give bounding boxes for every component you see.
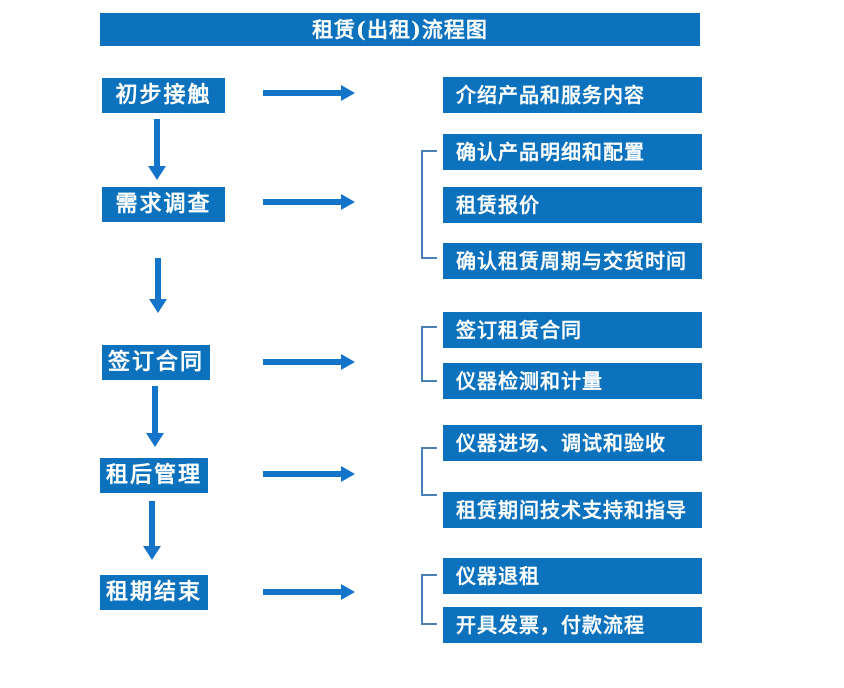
- detail-box-confirm-period-delivery: 确认租赁周期与交货时间: [443, 243, 702, 279]
- arrow-down-icon: [149, 258, 167, 313]
- detail-box-sign-rental-contract: 签订租赁合同: [443, 312, 702, 348]
- arrow-head: [341, 466, 355, 482]
- page-title: 租赁(出租)流程图: [312, 17, 488, 42]
- detail-box-instrument-return: 仪器退租: [443, 558, 702, 594]
- arrow-head: [146, 433, 164, 447]
- bracket-connector: [421, 447, 437, 496]
- detail-box-invoice-payment: 开具发票，付款流程: [443, 607, 702, 643]
- arrow-head: [341, 194, 355, 210]
- arrow-head: [341, 354, 355, 370]
- arrow-right-icon: [263, 466, 355, 482]
- stage-box-initial-contact: 初步接触: [102, 78, 225, 113]
- stage-box-sign-contract: 签订合同: [102, 345, 210, 380]
- arrow-down-icon: [146, 386, 164, 447]
- arrow-right-icon: [263, 194, 355, 210]
- arrow-shaft: [263, 589, 341, 595]
- arrow-head: [341, 584, 355, 600]
- arrow-head: [143, 546, 161, 560]
- title-bar: 租赁(出租)流程图: [100, 13, 700, 46]
- bracket-connector: [421, 326, 437, 382]
- arrow-shaft: [149, 501, 155, 546]
- arrow-down-icon: [143, 501, 161, 560]
- arrow-right-icon: [263, 354, 355, 370]
- bracket-connector: [421, 574, 437, 625]
- stage-box-post-rental-management: 租后管理: [100, 458, 208, 493]
- arrow-right-icon: [263, 85, 355, 101]
- detail-box-rental-quote: 租赁报价: [443, 187, 702, 223]
- arrow-head: [341, 85, 355, 101]
- detail-box-instrument-inspection: 仪器检测和计量: [443, 363, 702, 399]
- stage-box-rental-end: 租期结束: [100, 575, 208, 610]
- arrow-right-icon: [263, 584, 355, 600]
- detail-box-tech-support: 租赁期间技术支持和指导: [443, 492, 702, 528]
- arrow-head: [148, 166, 166, 180]
- arrow-shaft: [152, 386, 158, 433]
- detail-box-confirm-product-details: 确认产品明细和配置: [443, 134, 702, 170]
- detail-box-instrument-setup-acceptance: 仪器进场、调试和验收: [443, 425, 702, 461]
- bracket-connector: [421, 150, 437, 259]
- arrow-shaft: [155, 258, 161, 299]
- arrow-head: [149, 299, 167, 313]
- arrow-shaft: [263, 199, 341, 205]
- arrow-shaft: [263, 90, 341, 96]
- arrow-down-icon: [148, 119, 166, 180]
- detail-box-introduce-products: 介绍产品和服务内容: [443, 77, 702, 113]
- stage-box-demand-survey: 需求调查: [102, 187, 225, 222]
- arrow-shaft: [154, 119, 160, 166]
- arrow-shaft: [263, 359, 341, 365]
- arrow-shaft: [263, 471, 341, 477]
